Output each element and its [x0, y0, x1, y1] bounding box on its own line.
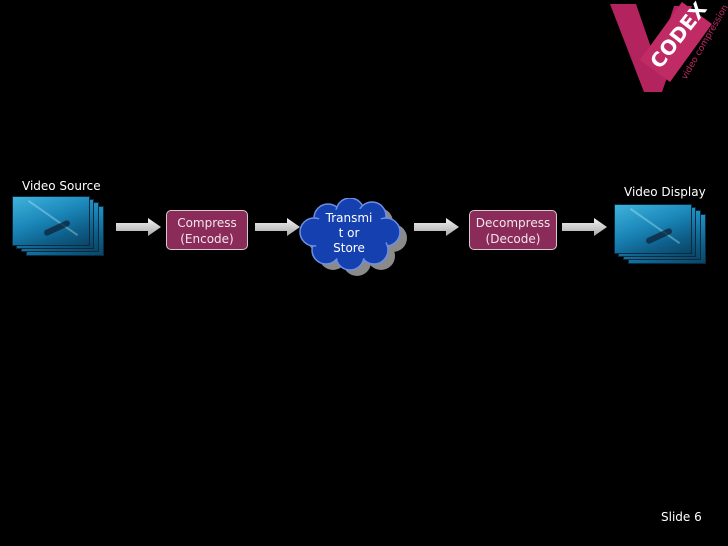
- arrow-right-icon: [255, 218, 300, 236]
- slide-number: Slide 6: [661, 510, 702, 524]
- video-source-label: Video Source: [22, 179, 101, 193]
- transmit-line-1: Transmi: [325, 211, 373, 225]
- transmit-line-3: Store: [333, 241, 365, 255]
- arrow-right-icon: [116, 218, 161, 236]
- decode-label: (Decode): [485, 232, 541, 246]
- video-source-frames: [12, 196, 104, 262]
- compress-encode-box: Compress (Encode): [166, 210, 248, 250]
- codex-logo: CODEX video compression: [610, 0, 728, 92]
- video-frame: [12, 196, 90, 246]
- logo-badge: [640, 2, 712, 82]
- transmit-line-2: t or: [338, 226, 360, 240]
- video-display-frames: [614, 204, 706, 270]
- arrow-right-icon: [562, 218, 607, 236]
- transmit-store-label: Transmi t or Store: [312, 211, 386, 256]
- encode-label: (Encode): [180, 232, 234, 246]
- video-frame: [614, 204, 692, 254]
- decompress-label: Decompress: [475, 216, 551, 230]
- decompress-decode-box: Decompress (Decode): [469, 210, 557, 250]
- compress-label: Compress: [177, 216, 237, 230]
- transmit-store-cloud: [299, 198, 407, 276]
- arrow-right-icon: [414, 218, 459, 236]
- video-display-label: Video Display: [624, 185, 706, 199]
